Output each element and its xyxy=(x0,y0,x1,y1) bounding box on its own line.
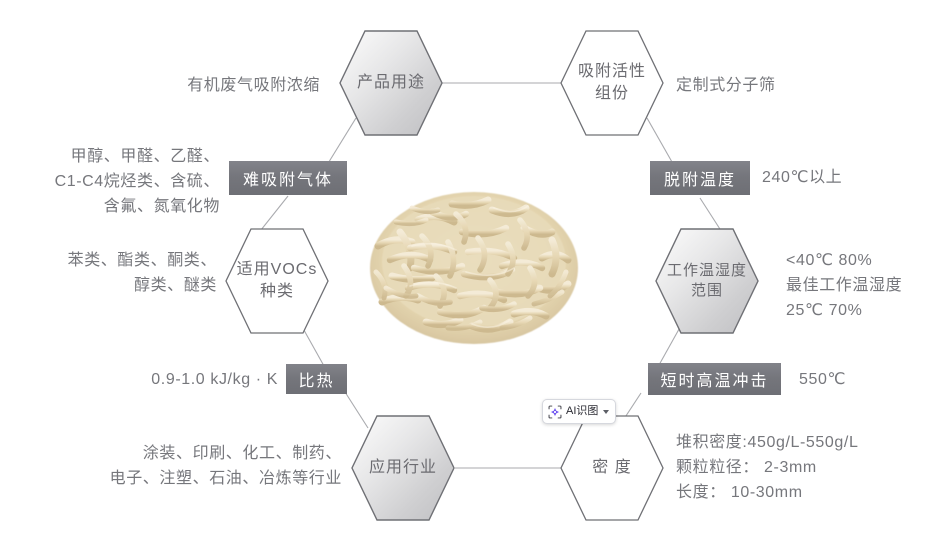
hex-node-temp-humidity[interactable]: 工作温湿度 范围 xyxy=(655,228,759,334)
value-voc-types: 苯类、酯类、酮类、 醇类、醚类 xyxy=(67,252,217,294)
hexagon-shape-filled xyxy=(351,415,455,521)
value-product-use: 有机废气吸附浓缩 xyxy=(187,77,320,94)
value-specific-heat: 0.9-1.0 kJ/kg · K xyxy=(151,371,278,388)
hex-node-density[interactable]: 密 度 xyxy=(560,415,664,521)
tag-label: 难吸附气体 xyxy=(242,172,333,189)
tag-label: 比热 xyxy=(298,373,335,390)
ai-widget-label: AI识图 xyxy=(566,405,599,417)
hex-node-product-use[interactable]: 产品用途 xyxy=(339,30,443,136)
hex-label: 适用VOCs 种类 xyxy=(236,261,318,300)
hexagon-shape-filled xyxy=(339,30,443,136)
hex-node-industries[interactable]: 应用行业 xyxy=(351,415,455,521)
hex-label: 产品用途 xyxy=(356,74,425,92)
tag-high-temp-impact[interactable]: 短时高温冲击 xyxy=(648,363,781,395)
hex-node-voc-types[interactable]: 适用VOCs 种类 xyxy=(225,228,329,334)
hex-node-active-component[interactable]: 吸附活性 组份 xyxy=(560,30,664,136)
molecular-sieve-pellets-photo xyxy=(370,192,578,344)
tag-desorb-temp[interactable]: 脱附温度 xyxy=(650,161,750,195)
value-density: 堆积密度:450g/L-550g/L 颗粒粒径： 2-3mm 长度： 10-30… xyxy=(676,434,859,501)
value-hard-adsorb-gas: 甲醇、甲醛、乙醛、 C1-C4烷烃类、含硫、 含氟、氮氧化物 xyxy=(54,148,220,215)
value-industries: 涂装、印刷、化工、制药、 电子、注塑、石油、冶炼等行业 xyxy=(109,445,342,487)
tag-label: 脱附温度 xyxy=(663,172,736,189)
value-active-component: 定制式分子筛 xyxy=(676,77,776,94)
ai-image-recognition-widget[interactable]: AI识图 xyxy=(542,399,617,424)
chevron-down-icon[interactable] xyxy=(603,409,610,414)
value-desorb-temp: 240℃以上 xyxy=(762,169,843,186)
tag-label: 短时高温冲击 xyxy=(660,373,769,390)
hex-label: 密 度 xyxy=(592,459,632,477)
hex-label: 吸附活性 组份 xyxy=(577,63,646,102)
tag-hard-adsorb-gas[interactable]: 难吸附气体 xyxy=(229,161,347,195)
hex-label: 工作温湿度 范围 xyxy=(666,261,747,299)
hexagon-shape-filled xyxy=(655,228,759,334)
ai-scan-icon xyxy=(548,405,562,418)
value-temp-humidity: <40℃ 80% 最佳工作温湿度 25℃ 70% xyxy=(786,252,903,319)
tag-specific-heat[interactable]: 比热 xyxy=(286,364,347,394)
value-high-temp-impact: 550℃ xyxy=(799,371,847,388)
hexagon-shape-outline xyxy=(560,30,664,136)
hex-label: 应用行业 xyxy=(368,459,437,477)
